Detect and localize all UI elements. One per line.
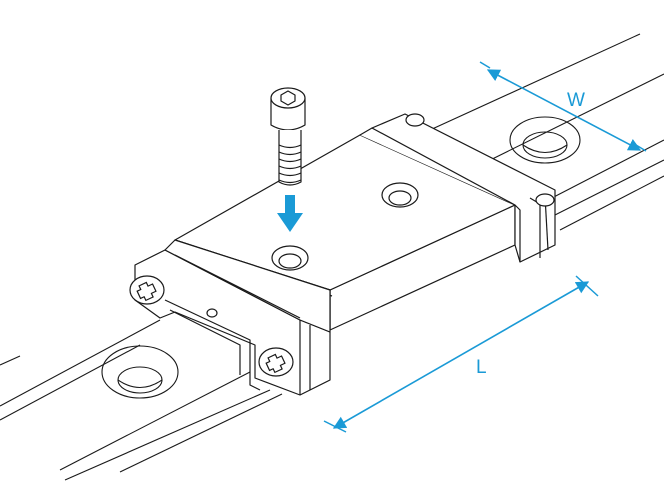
length-dimension: L bbox=[323, 275, 599, 433]
linear-rail bbox=[0, 33, 664, 481]
rail-hole-right bbox=[509, 116, 581, 164]
end-plate-screw-right bbox=[258, 347, 294, 377]
rail-top-edge-left-front bbox=[59, 371, 251, 471]
rail-side-left-1 bbox=[0, 344, 141, 421]
rail-bottom-left-1 bbox=[64, 389, 271, 481]
width-dimension-line bbox=[486, 69, 642, 151]
rail-bottom-left-2 bbox=[119, 393, 283, 473]
carriage-hole-back bbox=[381, 182, 419, 208]
hex-socket bbox=[280, 90, 296, 106]
length-dimension-line bbox=[332, 281, 590, 429]
width-dimension: W bbox=[479, 61, 647, 152]
end-plate-screw-left bbox=[129, 275, 165, 305]
socket-head-cap-screw bbox=[270, 87, 306, 186]
width-label: W bbox=[567, 90, 585, 111]
rail-bottom-edge bbox=[559, 175, 664, 231]
insert-direction-arrow bbox=[277, 195, 303, 232]
rail-top-edge-back bbox=[429, 33, 641, 131]
carriage-hole-front bbox=[271, 245, 309, 271]
rail-top-edge-left bbox=[0, 319, 161, 407]
end-seal-back bbox=[371, 113, 556, 263]
rail-side-edge-lower bbox=[552, 159, 664, 217]
length-label: L bbox=[476, 357, 487, 378]
rail-step bbox=[0, 355, 21, 366]
rail-hole-left bbox=[101, 345, 179, 399]
